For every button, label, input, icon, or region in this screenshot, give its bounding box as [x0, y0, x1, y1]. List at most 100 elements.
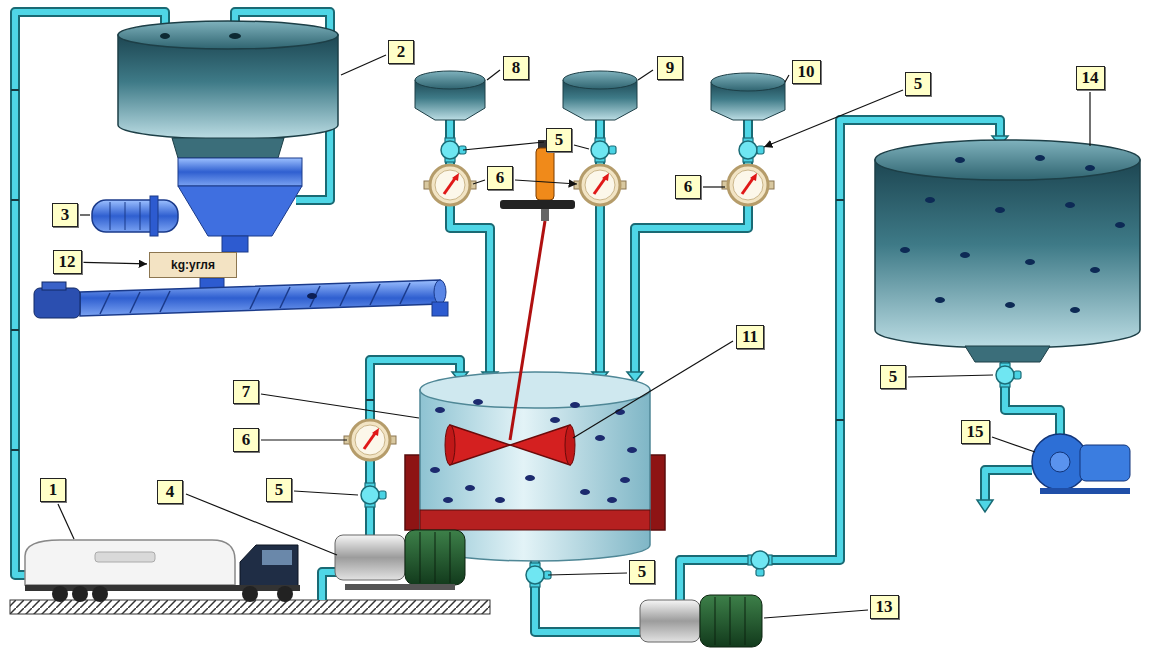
- mixer: [445, 425, 455, 465]
- dosing-tanks: [711, 73, 785, 91]
- pump: [1050, 452, 1070, 472]
- callout-text: 7: [239, 382, 253, 402]
- valves: [441, 138, 466, 162]
- screw-conveyor: [100, 283, 410, 314]
- feeder-motor: [140, 202, 141, 230]
- display-text: kg:угля: [158, 257, 228, 273]
- leader-lines: [341, 55, 386, 75]
- coal-bunker: [229, 33, 241, 39]
- truck: [262, 550, 292, 565]
- dosing-tanks: [563, 71, 637, 89]
- product-tank: [965, 346, 1050, 362]
- screw-conveyor: [434, 280, 446, 304]
- screw-conveyor: [34, 288, 80, 318]
- callout-number: 2: [388, 40, 414, 64]
- callout-text: 12: [59, 252, 76, 272]
- pump: [640, 600, 700, 642]
- mixer: [510, 221, 545, 440]
- leader-lines: [703, 186, 725, 187]
- leader-lines: [1089, 92, 1090, 146]
- callout-text: 5: [911, 74, 925, 94]
- weight-display: kg:угля: [149, 252, 237, 278]
- leader-lines: [463, 142, 544, 150]
- reactor: [607, 497, 617, 503]
- valves: [361, 483, 386, 507]
- pipelines: [11, 449, 19, 451]
- coal-bunker: [118, 21, 338, 158]
- leader-lines: [573, 341, 733, 438]
- reactor: [570, 402, 580, 408]
- product-tank: [925, 197, 935, 203]
- pipelines: [836, 419, 844, 421]
- leader-lines: [186, 494, 337, 555]
- leader-lines: [574, 145, 589, 149]
- pipelines: [11, 89, 19, 91]
- pump: [335, 434, 1130, 647]
- truck: [25, 540, 235, 585]
- product-tank: [900, 155, 1125, 313]
- pipelines: [985, 470, 1032, 500]
- reactor: [420, 372, 650, 408]
- pump: [345, 584, 455, 590]
- valves: [526, 563, 551, 587]
- screw-conveyor: [100, 293, 110, 314]
- callout-number: 9: [657, 56, 683, 80]
- product-tank: [1035, 155, 1045, 161]
- reactor: [430, 467, 440, 473]
- hopper: [178, 158, 302, 186]
- callout-number: 13: [870, 595, 899, 619]
- valves: [748, 551, 772, 576]
- callout-text: 4: [163, 482, 177, 502]
- screw-conveyor: [160, 291, 170, 312]
- callout-number: 14: [1076, 66, 1105, 90]
- truck: [52, 586, 68, 602]
- screw-conveyor: [432, 302, 448, 316]
- pump: [435, 532, 436, 583]
- pump: [405, 530, 465, 585]
- flow-meters: [344, 165, 774, 460]
- callout-number: 6: [233, 428, 259, 452]
- screw-conveyor: [250, 288, 260, 309]
- reactor: [550, 417, 560, 423]
- product-tank: [1070, 307, 1080, 313]
- valves: [739, 138, 764, 162]
- pipelines: [635, 118, 748, 372]
- valves: [591, 138, 616, 162]
- mixer: [500, 200, 575, 209]
- callout-text: 6: [239, 430, 253, 450]
- callout-text: 6: [681, 177, 695, 197]
- feeder-motor: [92, 200, 178, 232]
- callout-number: 6: [675, 175, 701, 199]
- callout-number: 5: [266, 478, 292, 502]
- pipelines: [635, 118, 748, 372]
- dosing-tanks: [415, 71, 485, 89]
- callout-text: 15: [967, 422, 984, 442]
- flow-meters: [344, 420, 396, 460]
- pump: [730, 597, 731, 645]
- pipelines: [836, 199, 844, 201]
- product-tank: [995, 207, 1005, 213]
- leader-lines: [473, 180, 485, 184]
- callout-text: 5: [886, 367, 900, 387]
- coal-bunker: [118, 35, 338, 139]
- reactor: [627, 447, 637, 453]
- leader-lines: [80, 214, 90, 215]
- dosing-tanks: [415, 71, 785, 120]
- flow-meters: [574, 165, 626, 205]
- pipelines: [535, 553, 642, 632]
- callout-number: 12: [53, 250, 82, 274]
- product-tank: [875, 160, 1140, 348]
- flow-meters: [424, 165, 476, 205]
- product-tank: [1090, 267, 1100, 273]
- product-tank: [1005, 302, 1015, 308]
- product-tank: [875, 140, 1140, 362]
- pump: [745, 597, 746, 645]
- ground: [10, 600, 490, 614]
- product-tank: [1065, 202, 1075, 208]
- pipelines: [11, 199, 19, 201]
- product-tank: [960, 252, 970, 258]
- callout-text: 3: [58, 205, 72, 225]
